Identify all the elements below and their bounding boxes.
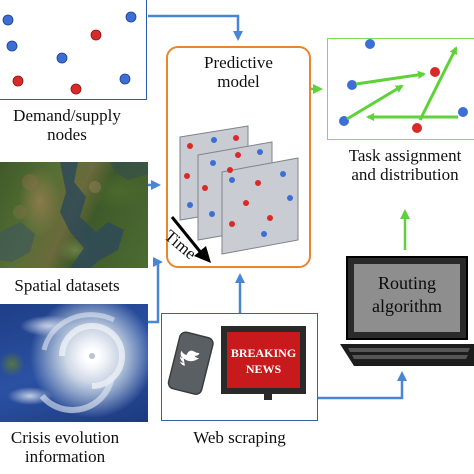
red-node	[227, 167, 233, 173]
blue-node	[187, 202, 193, 208]
red-node	[430, 67, 440, 77]
red-node	[233, 135, 239, 141]
satellite-map-image	[0, 162, 148, 268]
blue-node	[458, 107, 468, 117]
blue-node	[365, 39, 375, 49]
assignment-edge	[418, 46, 458, 121]
assignment-edge	[346, 84, 404, 121]
blue-node	[229, 177, 235, 183]
blue-node	[261, 231, 267, 237]
predictive-model-title: Predictive model	[204, 53, 273, 91]
red-node	[187, 143, 193, 149]
blue-node	[287, 195, 293, 201]
arrow-crisis-to-model	[148, 257, 163, 324]
assignment-edge	[355, 70, 426, 86]
arrow-demand-to-model	[148, 14, 243, 41]
time-layer	[221, 157, 299, 255]
crisis-evolution-label: Crisis evolution information	[10, 428, 120, 466]
web-scraping-label: Web scraping	[193, 428, 286, 447]
hurricane-swirl	[39, 312, 125, 414]
blue-node	[339, 116, 349, 126]
blue-node	[209, 211, 215, 217]
red-node	[229, 221, 235, 227]
hurricane-satellite-image	[0, 304, 148, 422]
blue-node	[257, 149, 263, 155]
arrow-web-to-routing	[318, 371, 407, 400]
red-node	[412, 123, 422, 133]
red-node	[202, 185, 208, 191]
red-node	[184, 173, 190, 179]
red-node	[255, 180, 261, 186]
task-assignment-label: Task assignment and distribution	[348, 146, 462, 184]
spatial-datasets-label: Spatial datasets	[14, 276, 120, 295]
blue-node	[347, 80, 357, 90]
time-arrow	[170, 216, 204, 255]
red-node	[243, 200, 249, 206]
routing-algorithm-label: Routing algorithm	[372, 273, 442, 316]
blue-node	[210, 160, 216, 166]
time-arrow-head	[194, 246, 211, 263]
red-node	[235, 152, 241, 158]
water-shapes	[0, 162, 148, 268]
demand-supply-label: Demand/supply nodes	[13, 106, 121, 144]
blue-node	[211, 137, 217, 143]
blue-node	[280, 171, 286, 177]
red-node	[267, 215, 273, 221]
breaking-news-label: BREAKING NEWS	[230, 346, 297, 376]
